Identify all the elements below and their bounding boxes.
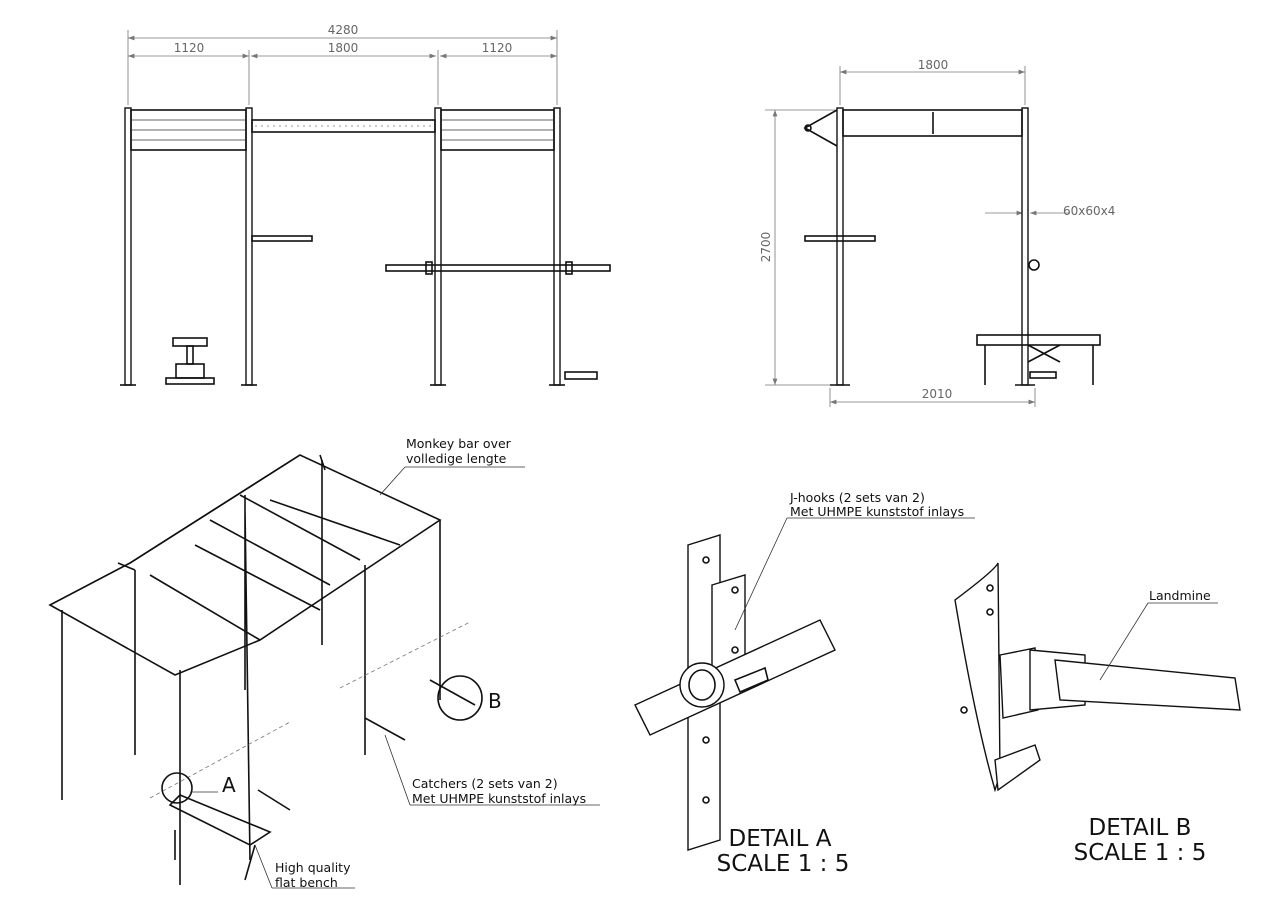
detail-a-marker: A bbox=[222, 773, 236, 797]
dim-right-bay: 1120 bbox=[482, 41, 513, 55]
detail-a-scale: SCALE 1 : 5 bbox=[717, 851, 850, 877]
front-dimensions: 4280 1120 1800 1120 bbox=[127, 23, 558, 105]
dim-height: 2700 bbox=[759, 232, 773, 263]
note-catchers-line2: Met UHMPE kunststof inlays bbox=[412, 791, 586, 806]
note-bench-line2: flat bench bbox=[275, 875, 338, 890]
note-monkey-bar-line1: Monkey bar over bbox=[406, 436, 512, 451]
note-jhooks-line1: J-hooks (2 sets van 2) bbox=[789, 490, 925, 505]
front-bench bbox=[165, 337, 215, 385]
iso-bench bbox=[168, 679, 476, 881]
note-monkey-bar-line2: volledige lengte bbox=[406, 451, 507, 466]
dim-depth: 2010 bbox=[922, 387, 953, 401]
note-jhooks-line2: Met UHMPE kunststof inlays bbox=[790, 504, 964, 519]
note-catchers-line1: Catchers (2 sets van 2) bbox=[412, 776, 558, 791]
dim-total-width: 4280 bbox=[328, 23, 359, 37]
detail-b-callout-circle bbox=[437, 675, 483, 721]
detail-b-scale: SCALE 1 : 5 bbox=[1074, 840, 1207, 866]
dim-profile: 60x60x4 bbox=[1063, 204, 1115, 218]
side-view: 1800 2700 60x60x4 2010 bbox=[759, 58, 1115, 407]
detail-b-title: DETAIL B bbox=[1089, 815, 1192, 841]
isometric-view: A B Monkey bar over volledige lengte Cat… bbox=[48, 436, 600, 890]
note-landmine: Landmine bbox=[1149, 588, 1211, 603]
detail-a: J-hooks (2 sets van 2) Met UHMPE kunstst… bbox=[634, 490, 975, 877]
note-bench-line1: High quality bbox=[275, 860, 351, 875]
detail-a-callout-circle bbox=[161, 772, 193, 804]
dim-left-bay: 1120 bbox=[174, 41, 205, 55]
detail-b: Landmine DETAIL B SCALE 1 : 5 bbox=[954, 562, 1241, 866]
front-view: 4280 1120 1800 1120 bbox=[120, 23, 611, 386]
detail-a-title: DETAIL A bbox=[729, 826, 832, 852]
dim-side-width: 1800 bbox=[918, 58, 949, 72]
dim-center-bay: 1800 bbox=[328, 41, 359, 55]
front-frame bbox=[120, 107, 611, 386]
detail-b-marker: B bbox=[488, 689, 502, 713]
